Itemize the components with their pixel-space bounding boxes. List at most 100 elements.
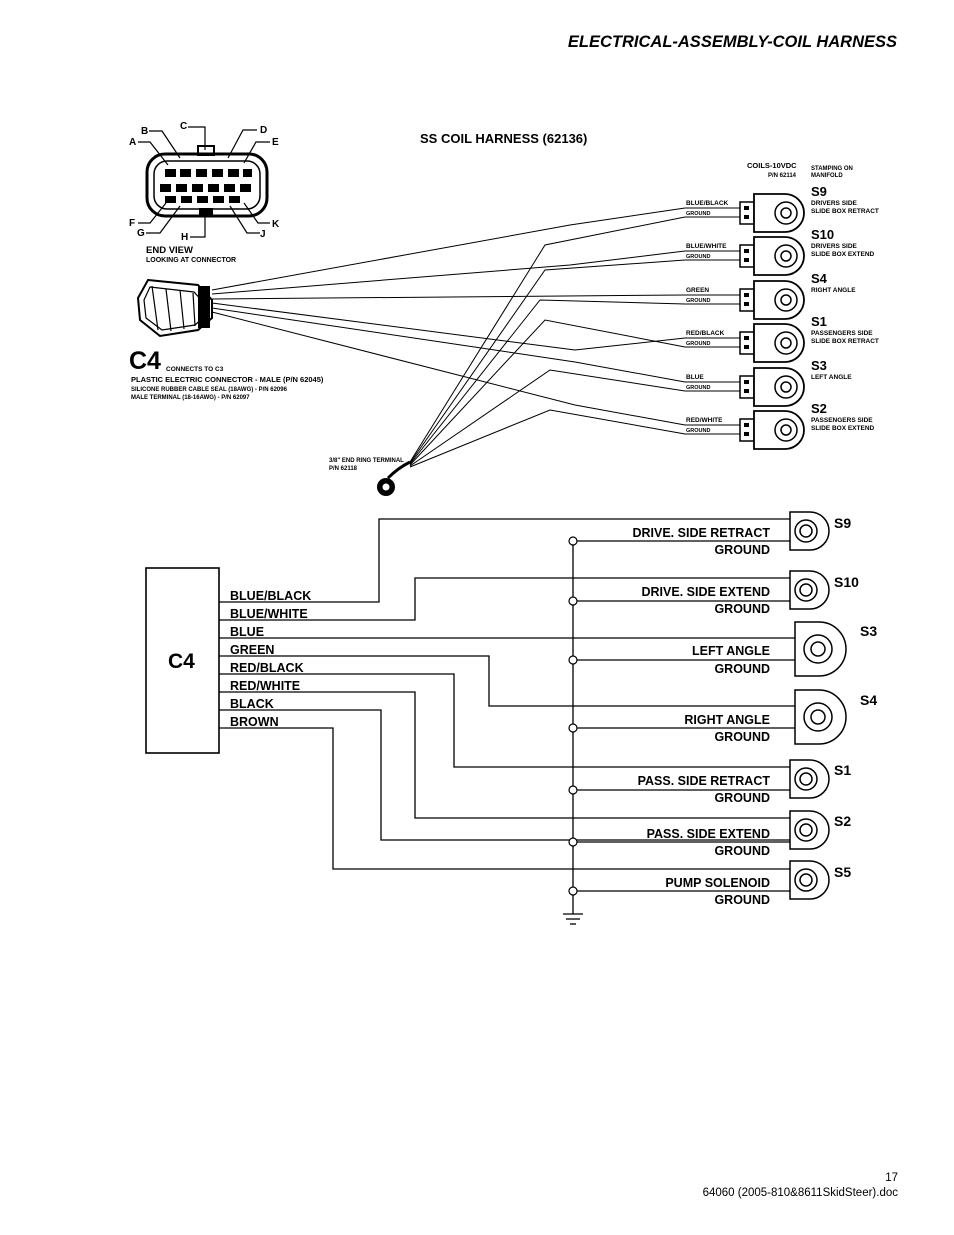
coils-pn: P/N 62114: [768, 173, 797, 179]
schematic-function-labels: DRIVE. SIDE RETRACT GROUND DRIVE. SIDE E…: [632, 526, 770, 907]
pin-label-d: D: [260, 125, 267, 136]
stamping-label-1: STAMPING ON: [811, 166, 853, 172]
coil-id-s2: S2: [834, 813, 851, 829]
wire-label-red-black: RED/BLACK: [230, 661, 304, 675]
coil-core-icon: [780, 207, 792, 219]
coil-desc-label: LEFT ANGLE: [811, 374, 852, 381]
coil-desc-label: SLIDE BOX EXTEND: [811, 251, 875, 258]
coil-ring-icon: [774, 375, 798, 399]
c4-plug-side-view: [136, 278, 213, 338]
ring-terminal-label: 3/8" END RING TERMINAL: [329, 458, 404, 464]
coil-s3-icon: [794, 621, 847, 677]
pin-label-h: H: [181, 232, 188, 243]
wire-label-green: GREEN: [230, 643, 274, 657]
coil-desc-label: SLIDE BOX EXTEND: [811, 425, 875, 432]
ground-label-s2: GROUND: [714, 844, 770, 858]
function-label-s1: PASS. SIDE RETRACT: [638, 774, 771, 788]
wire-label-blue-white: BLUE/WHITE: [230, 607, 308, 621]
plug-pin-icon: [744, 258, 749, 262]
end-view-connector: [138, 126, 270, 238]
plug-pin-icon: [744, 336, 749, 340]
coil-core-icon: [780, 294, 792, 306]
coil-desc-label: SLIDE BOX RETRACT: [811, 208, 879, 215]
coil-ring-icon: [774, 244, 798, 268]
coil-desc-label: DRIVERS SIDE: [811, 200, 858, 207]
pin-label-c: C: [180, 121, 187, 132]
plug-pin-icon: [744, 432, 749, 436]
c4-connects-to: CONNECTS TO C3: [166, 366, 224, 373]
ground-label-s9: GROUND: [714, 543, 770, 557]
coil-ring-icon: [774, 331, 798, 355]
ground-label: GROUND: [686, 385, 710, 391]
coil-plug-icon: [739, 244, 755, 268]
coil-ring-icon: [774, 418, 798, 442]
ground-label-s3: GROUND: [714, 662, 770, 676]
plug-pin-icon: [744, 345, 749, 349]
function-label-s3: LEFT ANGLE: [692, 644, 770, 658]
coil-id-s4: S4: [860, 692, 877, 708]
schematic-coils: [789, 511, 847, 900]
coil-s9-icon: [789, 511, 830, 551]
plug-pin-icon: [744, 215, 749, 219]
ground-label-s10: GROUND: [714, 602, 770, 616]
ground-symbol-icon: [563, 910, 583, 925]
ground-label: GROUND: [686, 298, 710, 304]
wire-label-blue-black: BLUE/BLACK: [230, 589, 311, 603]
ground-label: GROUND: [686, 428, 710, 434]
plug-pin-icon: [744, 302, 749, 306]
plug-pin-icon: [744, 249, 749, 253]
ground-label-s1: GROUND: [714, 791, 770, 805]
harness-title: SS COIL HARNESS (62136): [420, 131, 587, 146]
top-harness-wires: [211, 207, 686, 480]
coils-label: COILS-10VDC: [747, 161, 797, 170]
ring-terminal-icon: [377, 478, 395, 496]
coil-s5-icon: [789, 860, 830, 900]
coil-id-label: S3: [811, 358, 827, 373]
coil-desc-label: PASSENGERS SIDE: [811, 417, 873, 424]
wire-label-red-white: RED/WHITE: [230, 679, 300, 693]
coil-plug-icon: [739, 375, 755, 399]
pin-label-g: G: [137, 228, 145, 239]
function-label-s5: PUMP SOLENOID: [665, 876, 770, 890]
wire-color-label: BLUE/WHITE: [686, 243, 727, 250]
pin-label-k: K: [272, 219, 280, 230]
coil-id-label: S2: [811, 401, 827, 416]
ground-label-s5: GROUND: [714, 893, 770, 907]
wire-color-label: GREEN: [686, 287, 709, 294]
coil-plug-icon: [739, 418, 755, 442]
wire-color-label: RED/BLACK: [686, 330, 725, 337]
coil-id-label: S4: [811, 271, 828, 286]
coil-core-icon: [780, 424, 792, 436]
coil-id-label: S10: [811, 227, 834, 242]
ground-junctions: [568, 536, 578, 896]
end-view-label: END VIEW: [146, 245, 193, 256]
coil-id-label: S9: [811, 184, 827, 199]
pin-label-e: E: [272, 137, 279, 148]
c4-label-schematic: C4: [168, 650, 195, 673]
coil-desc-label: PASSENGERS SIDE: [811, 330, 873, 337]
coil-desc-label: RIGHT ANGLE: [811, 287, 856, 294]
c4-label-top: C4: [129, 347, 161, 375]
function-label-s2: PASS. SIDE EXTEND: [647, 827, 770, 841]
coil-plug-icon: [739, 288, 755, 312]
function-label-s4: RIGHT ANGLE: [684, 713, 770, 727]
plug-pin-icon: [744, 380, 749, 384]
end-view-sublabel: LOOKING AT CONNECTOR: [146, 257, 236, 264]
coil-id-s10: S10: [834, 574, 859, 590]
coil-ring-icon: [774, 288, 798, 312]
connector-spec-3: MALE TERMINAL (18-16AWG) - P/N 62097: [131, 395, 250, 401]
pin-label-a: A: [129, 137, 136, 148]
page-number: 17: [885, 1172, 898, 1184]
plug-pin-icon: [744, 423, 749, 427]
ground-label-s4: GROUND: [714, 730, 770, 744]
ground-label: GROUND: [686, 341, 710, 347]
coil-core-icon: [780, 337, 792, 349]
function-label-s9: DRIVE. SIDE RETRACT: [632, 526, 770, 540]
function-label-s10: DRIVE. SIDE EXTEND: [642, 585, 771, 599]
